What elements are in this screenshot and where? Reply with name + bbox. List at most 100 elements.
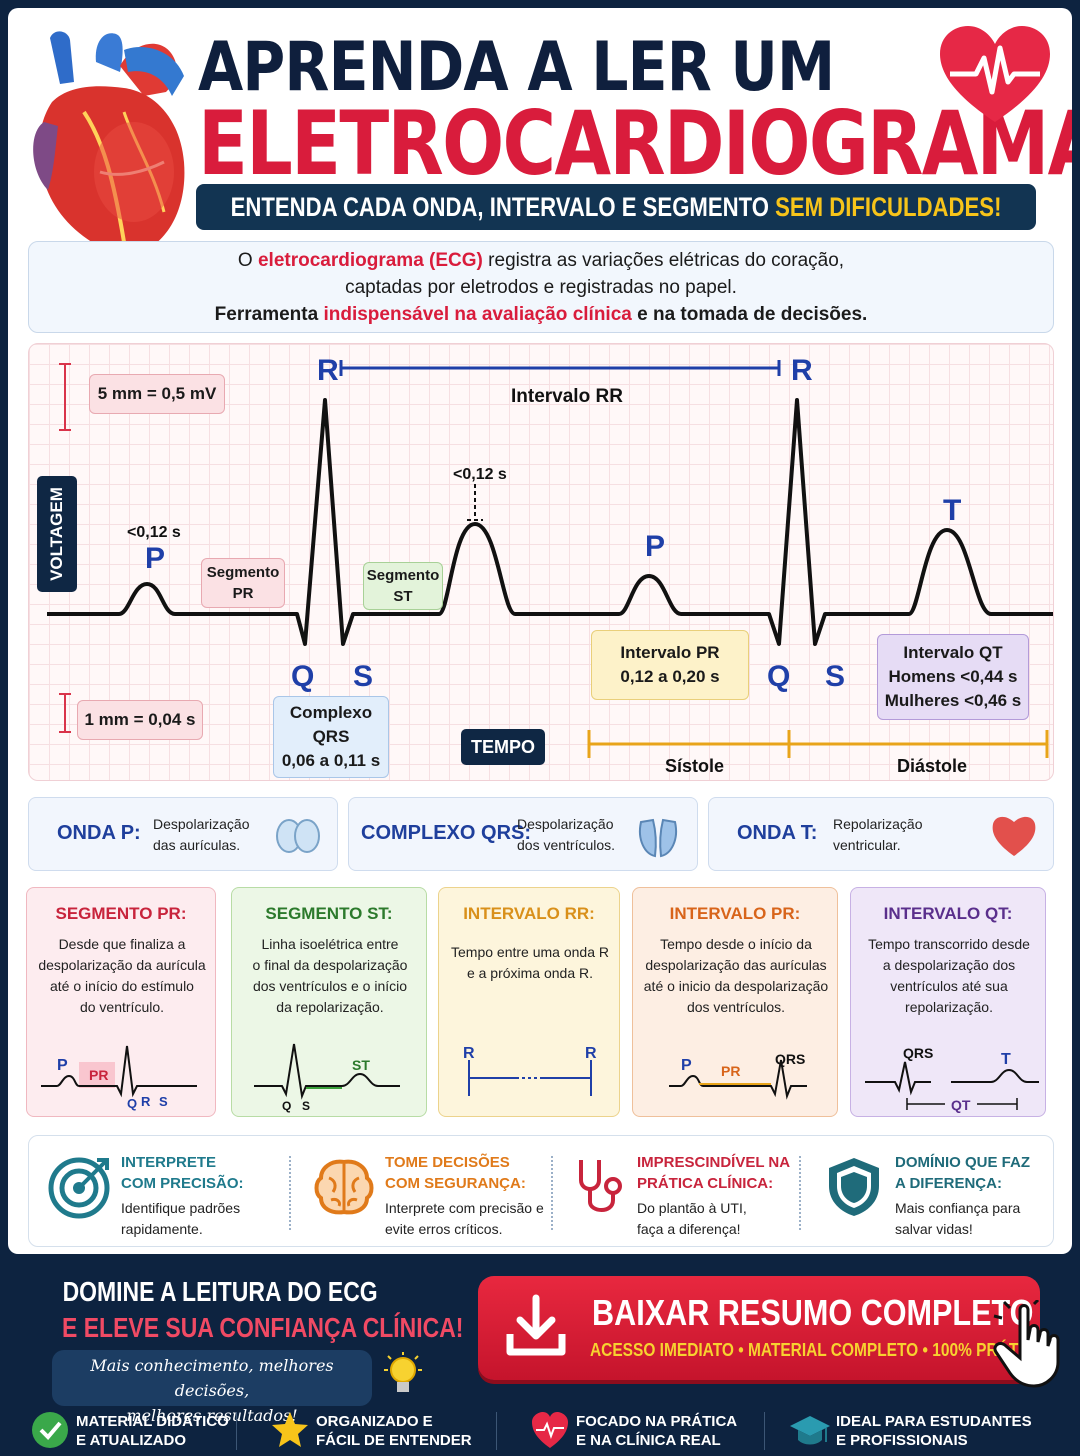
voltage-axis-text: VOLTAGEM [47,487,66,581]
onda-name: ONDA P: [57,822,141,844]
card-line: despolarização da aurícula [38,957,206,973]
benefit-text-line: Do plantão à UTI, [637,1200,747,1216]
mini-s: S [159,1094,168,1109]
intro-line2: captadas por eletrodos e registradas no … [345,277,737,298]
qt-interval-text: Intervalo QT [903,643,1003,662]
card-line: até o início do estímulo [50,978,194,994]
cta-title: BAIXAR RESUMO COMPLETO [592,1292,1034,1333]
card-title: INTERVALO PR: [669,904,801,923]
benefit-heading: DOMÍNIO QUE FAZ A DIFERENÇA: [895,1152,1030,1194]
footer-feature-text: FOCADO NA PRÁTICA E NA CLÍNICA REAL [576,1412,737,1450]
s-wave-label: S [353,660,374,693]
footer-headline: DOMINE A LEITURA DO ECG [28,1276,408,1308]
divider [236,1412,237,1450]
onda-desc-line: Repolarização [833,816,923,832]
footer-feature-line: FOCADO NA PRÁTICA [576,1413,738,1430]
divider [764,1412,765,1450]
qt-interval-text: Mulheres <0,46 s [884,691,1022,710]
intro-text: registra as variações elétricas do coraç… [482,250,845,271]
card-line: da repolarização. [276,999,384,1015]
divider [289,1156,291,1230]
card-line: até o inicio da despolarização [643,978,829,994]
footer-feature-line: E PROFISSIONAIS [836,1432,968,1449]
card-body: Desde que finaliza a despolarização da au… [33,934,211,1018]
benefit-heading-line: A DIFERENÇA: [895,1175,1002,1192]
benefit-text-line: Interprete com precisão e [385,1200,544,1216]
intro-highlight: eletrocardiograma (ECG) [257,250,483,271]
star-icon [272,1412,308,1447]
divider [799,1156,801,1230]
card-line: dos ventrículos e o início [252,978,408,994]
ecg-waveform [47,398,1053,646]
mini-r: R [463,1045,475,1062]
pr-interval-text: Intervalo PR [620,643,720,662]
intro-text: e na tomada de decisões. [631,304,868,325]
benefit-text-line: Identifique padrões [121,1200,241,1216]
mini-qrs: QRS [903,1045,933,1061]
cycle-phase-bar [587,730,1049,758]
time-axis-label: TEMPO [461,729,545,765]
s-wave-label-2: S [825,660,846,693]
mini-ecg-pr: P PR Q R S [41,1045,197,1111]
onda-desc-line: das aurículas. [153,837,241,853]
mini-r: R [585,1045,597,1062]
mini-ecg-pr-interval: P PR QRS [669,1051,807,1100]
p-wave-label-2: P [645,530,666,563]
footer-feature-line: E ATUALIZADO [76,1432,186,1449]
footer-feature-line: ORGANIZADO E [316,1413,433,1430]
time-scale: 1 mm = 0,04 s [77,700,203,740]
subtitle-banner: ENTENDA CADA ONDA, INTERVALO E SEGMENTO … [196,184,1036,230]
footer-feature-line: FÁCIL DE ENTENDER [316,1432,472,1449]
segment-st-text: ST [393,588,413,605]
benefit-heading-line: DOMÍNIO QUE FAZ [895,1154,1030,1171]
banner-text: ENTENDA CADA ONDA, INTERVALO E SEGMENTO [230,191,776,222]
card-line: repolarização. [905,999,993,1015]
download-summary-button[interactable]: BAIXAR RESUMO COMPLETO ACESSO IMEDIATO •… [478,1276,1046,1380]
pointer-hand-icon [993,1300,1060,1388]
p-wave-label: P [145,542,166,575]
card-line: do ventrículo. [79,999,165,1015]
onda-name: ONDA T: [737,822,818,844]
qt-interval-box: Intervalo QT Homens <0,44 s Mulheres <0,46… [877,634,1029,720]
card-body: Linha isoelétrica entre o final da despol… [238,934,422,1018]
tagline-line: Mais conhecimento, melhores decisões, [90,1356,334,1400]
card-line: o final da despolarização [252,957,408,973]
qt-interval-text: Homens <0,44 s [888,667,1018,686]
card-line: e a próxima onda R. [466,965,594,981]
target-icon [48,1157,110,1219]
card-line: Linha isoelétrica entre [261,936,399,952]
download-icon [506,1294,566,1356]
qrs-text: 0,06 a 0,11 s [281,751,381,770]
check-icon [32,1412,68,1448]
systole-label: Sístole [665,756,725,776]
anatomical-heart-icon [33,31,185,255]
mini-r: R [141,1094,151,1109]
footer-feature-line: E NA CLÍNICA REAL [576,1432,721,1449]
mini-s: S [302,1099,310,1113]
r-wave-label: R [317,354,339,387]
rr-interval-line [339,360,781,376]
card-line: ventrículos até sua [890,978,1008,994]
footer-feature-line: MATERIAL DIDÁTICO [76,1413,229,1430]
brain-icon [314,1159,374,1215]
onda-desc-line: dos ventrículos. [517,837,616,853]
mini-ecg-qt: QRS T QT [865,1045,1039,1113]
card-line: Desde que finaliza a [58,936,186,952]
